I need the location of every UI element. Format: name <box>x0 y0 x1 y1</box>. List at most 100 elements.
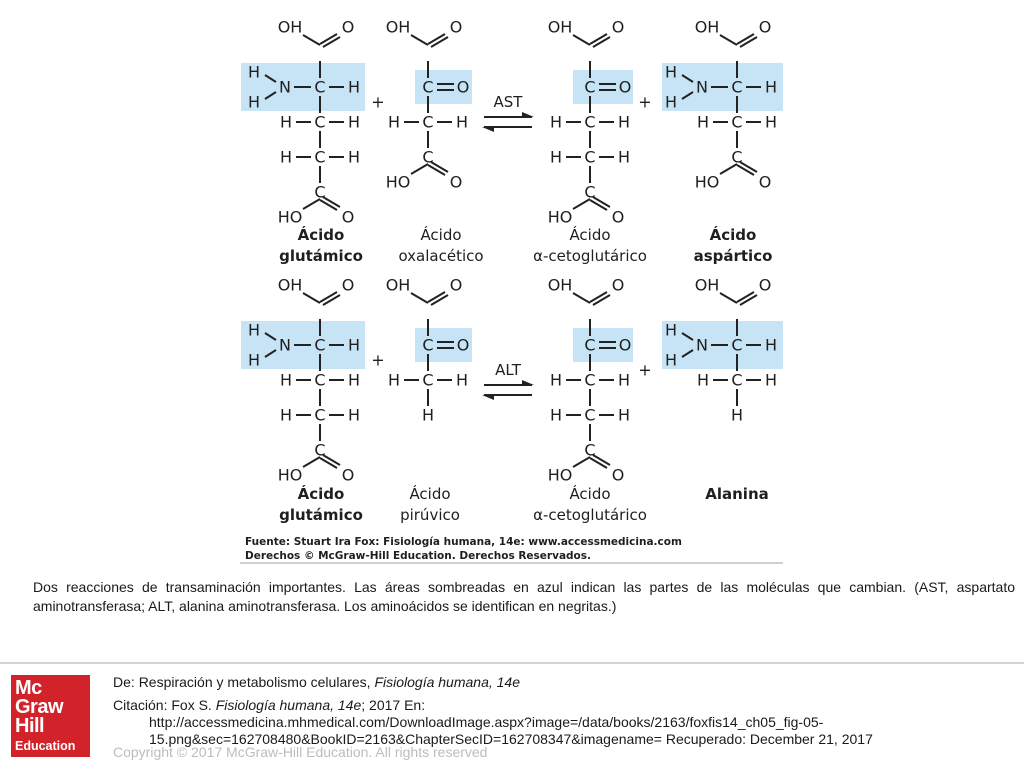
hydrogen-label: H <box>280 406 292 425</box>
from-text: Respiración y metabolismo celulares, <box>138 674 375 690</box>
bond <box>319 291 338 303</box>
hydrogen-label: H <box>348 78 360 97</box>
plus-sign: + <box>371 351 384 370</box>
hydrogen-label: H <box>248 351 260 370</box>
reference-block: De: Respiración y metabolismo celulares,… <box>113 674 1018 748</box>
oxygen-label: O <box>612 276 625 295</box>
hydrogen-label: H <box>348 148 360 167</box>
hydrogen-label: H <box>665 63 677 82</box>
hydrogen-label: H <box>248 321 260 340</box>
enzyme-label: ALT <box>495 361 522 379</box>
hydrogen-label: H <box>456 113 468 132</box>
molecule-name-4: aspártico <box>694 247 773 265</box>
source-credit-line-1: Fuente: Stuart Ira Fox: Fisiología human… <box>245 536 682 548</box>
nitrogen-label: N <box>279 336 291 355</box>
changed-region-highlight <box>415 328 472 362</box>
carbon-label: C <box>584 148 595 167</box>
oxygen-label: O <box>612 18 625 37</box>
bond <box>264 332 277 341</box>
oxygen-label: O <box>450 173 463 192</box>
carboxyl-double-bond <box>592 294 611 306</box>
bond <box>427 291 446 303</box>
hydrogen-label: H <box>348 336 360 355</box>
hydrogen-label: H <box>697 371 709 390</box>
hydroxyl-label: OH <box>695 276 720 295</box>
bond <box>736 291 755 303</box>
hydrogen-label: H <box>388 113 400 132</box>
oxygen-label: O <box>612 466 625 485</box>
hydrogen-label: H <box>665 351 677 370</box>
carboxyl-single-bond <box>572 198 591 210</box>
carboxyl-single-bond <box>302 34 321 46</box>
molecule-name-5: Ácido <box>298 484 345 503</box>
hydrogen-label: H <box>765 371 777 390</box>
hydrogen-label: H <box>280 148 292 167</box>
hydrogen-label: H <box>765 336 777 355</box>
bond <box>589 291 608 303</box>
citation-url-line-1[interactable]: http://accessmedicina.mhmedical.com/Down… <box>149 714 824 730</box>
carboxyl-double-bond <box>739 294 758 306</box>
carbon-label: C <box>731 148 742 167</box>
hydrogen-label: H <box>388 371 400 390</box>
hydroxyl-label: HO <box>548 466 573 485</box>
oxygen-label: O <box>457 78 470 97</box>
carboxyl-single-bond <box>410 163 429 175</box>
oxygen-label: O <box>759 173 772 192</box>
hydrogen-label: H <box>665 93 677 112</box>
carbon-label: C <box>731 371 742 390</box>
oxygen-label: O <box>619 336 632 355</box>
logo-text-line-3: Hill <box>15 715 45 737</box>
hydrogen-label: H <box>618 148 630 167</box>
bond <box>319 457 338 469</box>
hydrogen-label: H <box>248 93 260 112</box>
carbon-label: C <box>584 183 595 202</box>
carboxyl-double-bond <box>322 196 341 208</box>
carbon-label: C <box>314 441 325 460</box>
carbon-label: C <box>422 113 433 132</box>
from-label: De: <box>113 674 139 690</box>
oxygen-label: O <box>342 18 355 37</box>
nitrogen-label: N <box>279 78 291 97</box>
hydroxyl-label: HO <box>695 173 720 192</box>
bond <box>681 332 694 341</box>
carbon-label: C <box>314 183 325 202</box>
molecule-name-3: Ácido <box>569 225 610 244</box>
oxygen-label: O <box>619 78 632 97</box>
hydrogen-label: H <box>280 371 292 390</box>
hydrogen-label: H <box>618 406 630 425</box>
molecule-name-2: oxalacético <box>398 247 483 265</box>
hydrogen-label: H <box>665 321 677 340</box>
hydroxyl-label: OH <box>386 18 411 37</box>
carbon-label: C <box>731 336 742 355</box>
carboxyl-double-bond <box>739 161 758 173</box>
mcgraw-hill-logo: Mc Graw Hill Education <box>11 675 90 757</box>
oxygen-label: O <box>342 276 355 295</box>
hydrogen-label: H <box>731 406 743 425</box>
bond <box>681 91 694 100</box>
carboxyl-double-bond <box>430 161 449 173</box>
citation-url-line-2[interactable]: 15.png&sec=162708480&BookID=2163&Chapter… <box>149 731 873 747</box>
carbon-label: C <box>584 113 595 132</box>
carbon-label: C <box>314 406 325 425</box>
carboxyl-double-bond <box>592 36 611 48</box>
oxygen-label: O <box>457 336 470 355</box>
source-credit-line-2: Derechos © McGraw-Hill Education. Derech… <box>245 550 591 562</box>
bond <box>264 349 277 358</box>
oxygen-label: O <box>342 466 355 485</box>
carbon-label: C <box>731 78 742 97</box>
carboxyl-single-bond <box>719 34 738 46</box>
carbon-label: C <box>314 113 325 132</box>
reference-citation: Citación: Fox S. Fisiología humana, 14e;… <box>113 697 1018 714</box>
carboxyl-single-bond <box>572 456 591 468</box>
carbon-label: C <box>584 371 595 390</box>
molecule-name-1: Ácido <box>298 225 345 244</box>
hydrogen-label: H <box>348 113 360 132</box>
carboxyl-double-bond <box>322 36 341 48</box>
oxygen-label: O <box>759 18 772 37</box>
carboxyl-double-bond <box>322 294 341 306</box>
reverse-arrow-head <box>482 127 494 132</box>
reference-from: De: Respiración y metabolismo celulares,… <box>113 674 1018 691</box>
hydroxyl-label: OH <box>386 276 411 295</box>
nitrogen-label: N <box>696 78 708 97</box>
